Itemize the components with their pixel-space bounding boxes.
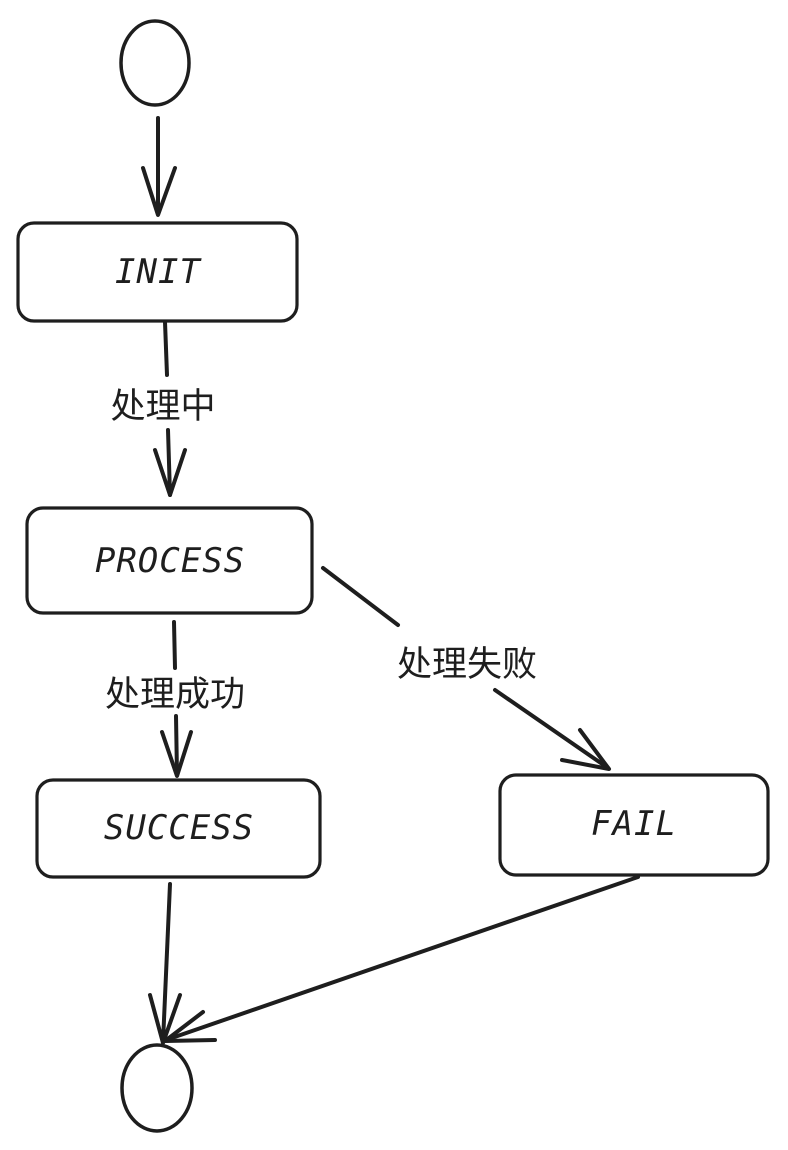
arrowhead xyxy=(163,1010,217,1043)
edge-line xyxy=(161,882,172,1044)
state-box xyxy=(16,221,299,323)
edge-process-to-success: 处理成功 xyxy=(105,620,245,778)
edge-label-processing: 处理中 xyxy=(110,387,215,427)
state-fail[interactable]: FAIL xyxy=(498,773,770,877)
state-box xyxy=(25,506,314,615)
state-label-process: PROCESS xyxy=(95,541,245,581)
edge-line xyxy=(321,566,400,627)
end-node xyxy=(120,1043,194,1133)
edge-line xyxy=(164,875,640,1042)
edge-line xyxy=(172,620,177,670)
state-label-success: SUCCESS xyxy=(104,808,254,848)
edge-start-to-init xyxy=(141,116,177,217)
start-node xyxy=(119,19,191,107)
edge-success-to-end xyxy=(148,882,182,1045)
state-success[interactable]: SUCCESS xyxy=(35,778,322,879)
edge-line xyxy=(174,714,179,777)
arrowhead xyxy=(148,993,182,1045)
edge-line xyxy=(163,320,169,377)
edge-fail-to-end xyxy=(163,875,640,1043)
edge-line xyxy=(166,428,172,497)
arrowhead xyxy=(153,448,187,497)
edge-label-fail: 处理失败 xyxy=(397,645,537,685)
state-process[interactable]: PROCESS xyxy=(25,506,314,615)
state-box xyxy=(498,773,770,877)
state-box xyxy=(35,778,322,879)
edge-line xyxy=(493,688,610,770)
state-label-init: INIT xyxy=(115,252,202,292)
edge-process-to-fail: 处理失败 xyxy=(321,566,611,771)
state-label-fail: FAIL xyxy=(591,804,677,844)
state-init[interactable]: INIT xyxy=(16,221,299,323)
arrowhead xyxy=(160,730,193,778)
arrowhead xyxy=(141,166,177,217)
edge-init-to-process: 处理中 xyxy=(110,320,216,497)
arrowhead xyxy=(560,728,611,771)
edge-label-success: 处理成功 xyxy=(105,675,245,715)
